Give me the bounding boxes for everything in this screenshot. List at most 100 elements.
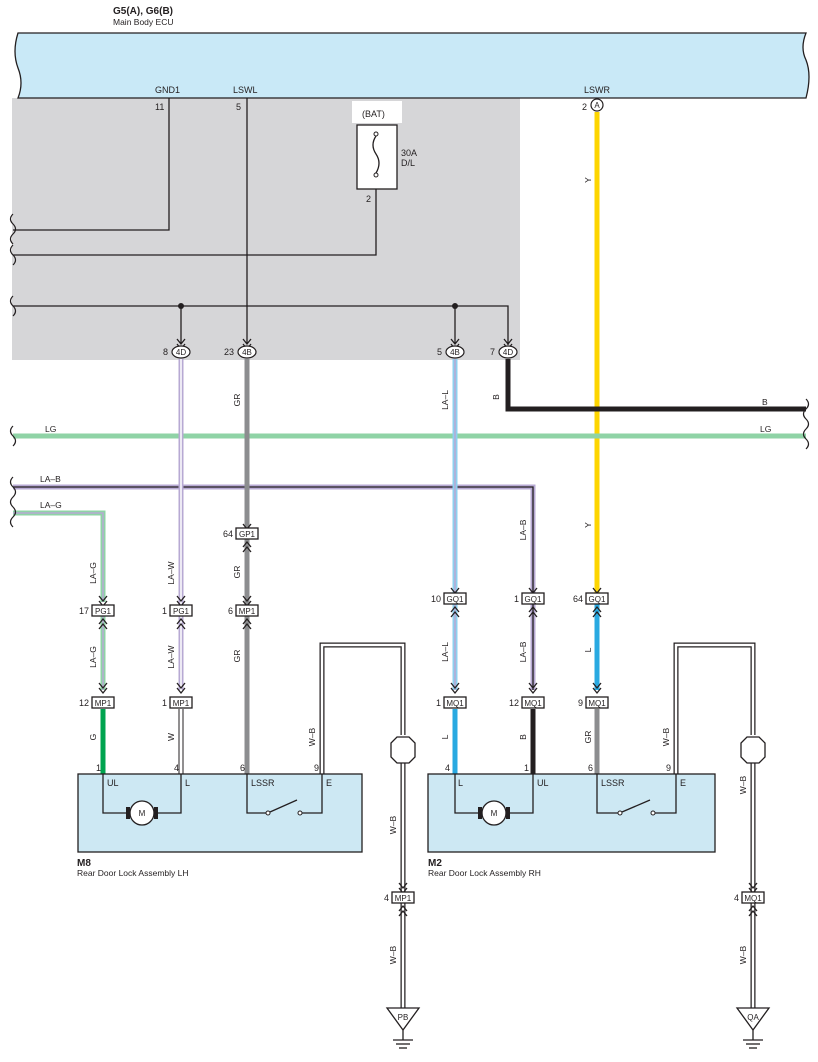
ecu-pin-gnd1: 11 (155, 102, 164, 112)
svg-text:M: M (491, 809, 498, 818)
shaded-area (12, 98, 520, 360)
wire-label-w-b-rh: W–B (661, 727, 671, 746)
svg-text:7: 7 (490, 347, 495, 357)
la-g-wire-stripe (13, 512, 104, 602)
door-lock-assembly-rh: 4 1 6 9 L UL LSSR E M (427, 763, 716, 853)
junction-connector-23: 4B 23 (224, 338, 257, 359)
bus-label-lg-right: LG (760, 424, 771, 434)
svg-text:12: 12 (509, 698, 519, 708)
svg-text:4D: 4D (176, 348, 186, 357)
svg-text:PG1: PG1 (95, 607, 112, 616)
la-g-wire (13, 510, 106, 602)
wire-label-w-b-g1: W–B (388, 815, 398, 834)
svg-text:4D: 4D (503, 348, 513, 357)
svg-text:8: 8 (163, 347, 168, 357)
bus-label-la-b: LA–B (40, 474, 61, 484)
ecu-name: Main Body ECU (113, 17, 173, 27)
wire-break-left (9, 476, 17, 528)
wire-break-left (9, 425, 17, 447)
ecu-pin-name-lswr: LSWR (584, 85, 611, 95)
lh-assembly-name: Rear Door Lock Assembly LH (77, 868, 189, 878)
rh-assembly-code: M2 (428, 858, 442, 869)
svg-text:17: 17 (79, 606, 89, 616)
junction-connector-5: 4B 5 (437, 338, 465, 359)
fuse-pin: 2 (366, 194, 371, 204)
bat-label-box (352, 101, 402, 123)
wire-break-left (9, 295, 17, 317)
wire-label-w: W (166, 733, 176, 741)
wire-label-l-gq: L (583, 647, 593, 652)
svg-text:64: 64 (223, 529, 233, 539)
svg-text:LSSR: LSSR (251, 778, 275, 788)
wire-label-w-b-lh: W–B (307, 727, 317, 746)
ground-point-rh: QA (735, 1007, 771, 1049)
connector-mq1-12: MQ1 12 (509, 682, 545, 709)
wire-break-right (802, 398, 810, 450)
svg-text:9: 9 (314, 763, 319, 773)
connector-mp1-1: MP1 1 (162, 682, 193, 709)
svg-text:23: 23 (224, 347, 234, 357)
wire-label-w-b-g2: W–B (388, 945, 398, 964)
svg-text:1: 1 (436, 698, 441, 708)
svg-text:64: 64 (573, 594, 583, 604)
bus-label-lg-left: LG (45, 424, 56, 434)
svg-text:1: 1 (96, 763, 101, 773)
svg-text:6: 6 (588, 763, 593, 773)
svg-text:GP1: GP1 (239, 530, 256, 539)
main-body-ecu (14, 32, 810, 99)
ecu-connectors: G5(A), G6(B) (113, 6, 173, 17)
svg-text:4: 4 (734, 893, 739, 903)
svg-text:9: 9 (578, 698, 583, 708)
wire-label-g: G (88, 734, 98, 741)
junction-connector-7: 4D 7 (490, 338, 518, 359)
svg-text:MQ1: MQ1 (524, 699, 542, 708)
svg-text:GQ1: GQ1 (447, 595, 464, 604)
splice-point (178, 303, 184, 309)
svg-text:L: L (185, 778, 190, 788)
svg-text:PB: PB (398, 1013, 409, 1022)
svg-text:MP1: MP1 (173, 699, 190, 708)
ecu-pin-name-gnd1: GND1 (155, 85, 180, 95)
svg-text:M: M (139, 809, 146, 818)
svg-text:6: 6 (240, 763, 245, 773)
connector-mq1-9: MQ1 9 (578, 682, 609, 709)
svg-text:4: 4 (445, 763, 450, 773)
svg-text:4B: 4B (242, 348, 252, 357)
ground-point-lh: PB (385, 1007, 421, 1049)
shield-octagon-rh (740, 736, 766, 764)
svg-text:1: 1 (162, 606, 167, 616)
wire-label-l-rh: L (440, 734, 450, 739)
connector-gq1-64: GQ1 64 (573, 587, 609, 618)
svg-text:E: E (680, 778, 686, 788)
svg-text:9: 9 (666, 763, 671, 773)
wire-label-w-b-g4: W–B (738, 945, 748, 964)
connector-gq1-10: GQ1 10 (431, 587, 467, 618)
connector-pg1-1: PG1 1 (162, 595, 193, 630)
wire-break-left (9, 244, 17, 266)
wire-label-la-w-1: LA–W (166, 561, 176, 584)
ecu-pin-lswl: 5 (236, 102, 241, 112)
connector-gp1: GP1 64 (223, 523, 259, 553)
svg-text:1: 1 (514, 594, 519, 604)
svg-text:LSSR: LSSR (601, 778, 625, 788)
wire-label-la-l-2: LA–L (440, 642, 450, 662)
svg-text:GQ1: GQ1 (589, 595, 606, 604)
fuse-supply: (BAT) (362, 109, 385, 119)
bus-label-la-g: LA–G (40, 500, 62, 510)
connector-pg1-17: PG1 17 (79, 595, 115, 630)
fuse-element (372, 135, 380, 174)
wire-label-la-b-1: LA–B (518, 519, 528, 540)
svg-text:4B: 4B (450, 348, 460, 357)
wire-label-b-rh: B (518, 734, 528, 740)
fuse-rating: 30A (401, 148, 417, 158)
svg-text:1: 1 (524, 763, 529, 773)
svg-text:10: 10 (431, 594, 441, 604)
connector-mp1-6: MP1 6 (228, 595, 259, 630)
wire-label-y-1: Y (583, 177, 593, 183)
wire-label-gr-2: GR (232, 566, 242, 579)
svg-text:PG1: PG1 (173, 607, 190, 616)
splice-point (452, 303, 458, 309)
svg-text:1: 1 (162, 698, 167, 708)
wire-label-gr-rh: GR (583, 731, 593, 744)
